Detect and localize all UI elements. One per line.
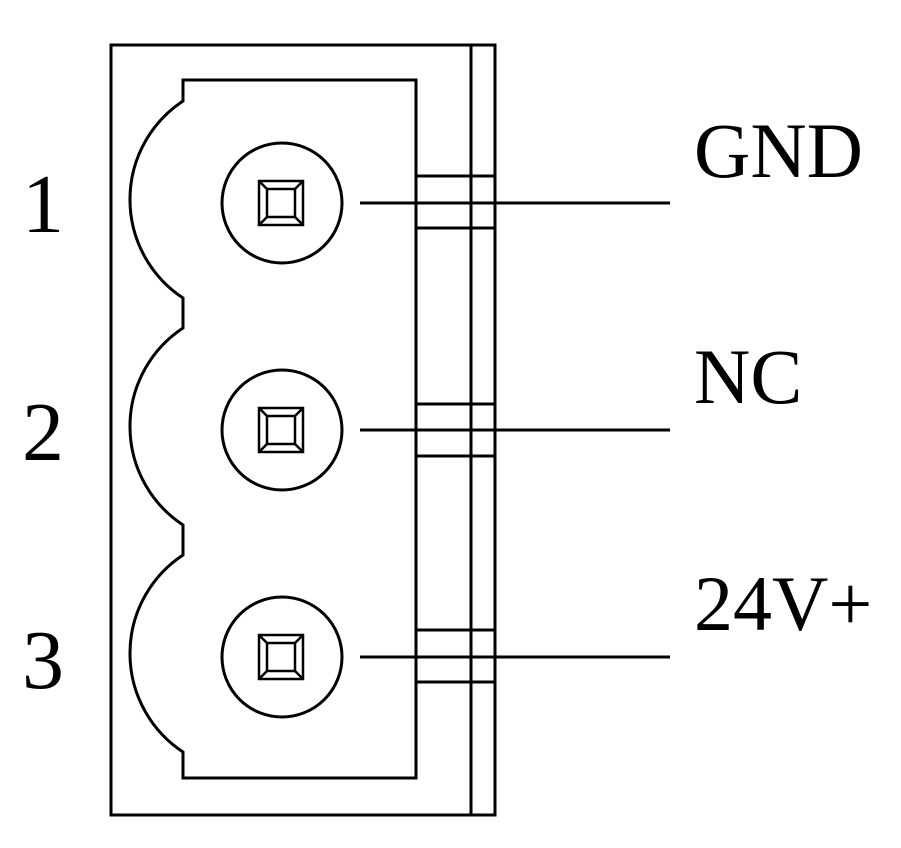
signal-label-1: GND — [694, 107, 863, 194]
signal-label-3: 24V+ — [694, 560, 872, 647]
screw-terminal-3 — [220, 595, 344, 719]
pin-number-2: 2 — [22, 386, 64, 479]
plug-body-outline — [128, 78, 418, 780]
pin-number-1: 1 — [22, 158, 64, 251]
pin-number-3: 3 — [22, 614, 64, 707]
screw-terminal-1 — [220, 141, 344, 265]
signal-label-2: NC — [694, 333, 802, 420]
screw-terminal-2 — [220, 368, 344, 492]
